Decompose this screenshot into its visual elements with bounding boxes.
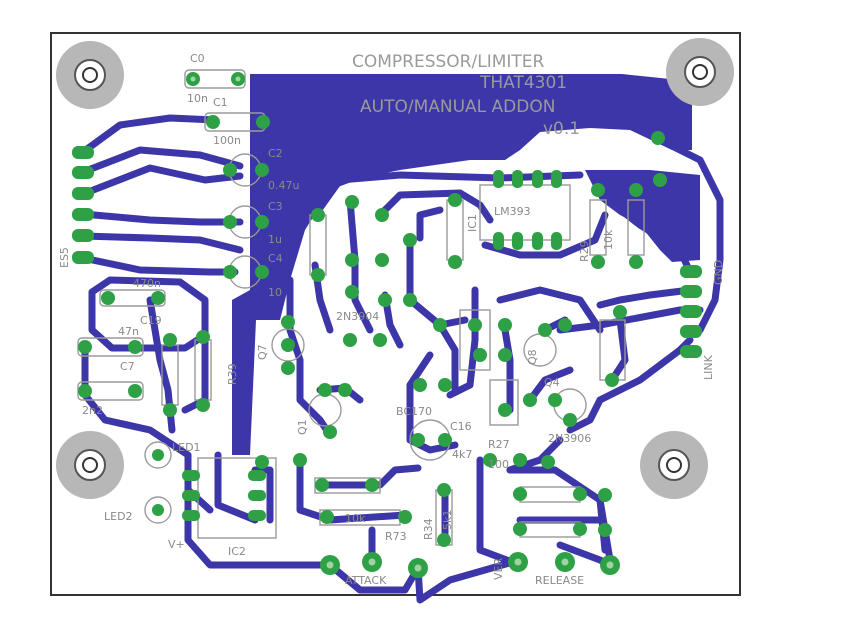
label-gnd: GND bbox=[712, 260, 725, 285]
label-link: LINK bbox=[702, 354, 715, 380]
label-q4: Q4 bbox=[544, 376, 560, 389]
label-2n2: 2n2 bbox=[82, 404, 103, 417]
mount-holes bbox=[56, 38, 734, 499]
label-c19: C19 bbox=[140, 314, 162, 327]
label-2n3906: 2N3906 bbox=[548, 432, 591, 445]
label-release: RELEASE bbox=[535, 574, 584, 587]
label-q1: Q1 bbox=[296, 419, 309, 435]
label-bc: BC170 bbox=[396, 405, 432, 418]
label-c4: C4 bbox=[268, 252, 283, 265]
copper-pour-right bbox=[585, 170, 700, 262]
label-r34-val: 5k1 bbox=[441, 510, 454, 530]
label-ic1: IC1 bbox=[466, 214, 479, 232]
label-r39: R39 bbox=[226, 363, 239, 385]
board-title-line-1: COMPRESSOR/LIMITER bbox=[352, 52, 545, 72]
label-vplus: V+ bbox=[168, 538, 185, 551]
board-title-line-3: AUTO/MANUAL ADDON bbox=[360, 97, 555, 117]
label-es5: ES5 bbox=[58, 247, 71, 268]
label-lm: LM393 bbox=[494, 205, 531, 218]
board-title-line-4: v0.1 bbox=[543, 119, 580, 139]
label-c2: C2 bbox=[268, 147, 283, 160]
label-c16: C16 bbox=[450, 420, 472, 433]
board-title-line-2: THAT4301 bbox=[479, 73, 567, 93]
label-led2: LED2 bbox=[104, 510, 133, 523]
pads bbox=[72, 72, 702, 578]
label-r29-val: 10k bbox=[602, 229, 615, 250]
label-ic2: IC2 bbox=[228, 545, 246, 558]
label-c4-val: 10 bbox=[268, 286, 282, 299]
label-c3-val: 1u bbox=[268, 233, 282, 246]
label-r73: R73 bbox=[385, 530, 407, 543]
label-attack: ATTACK bbox=[345, 574, 387, 587]
label-c0: C0 bbox=[190, 52, 205, 65]
label-r27: R27 bbox=[488, 438, 510, 451]
label-4k7: 4k7 bbox=[452, 448, 472, 461]
component-labels: C0 10n C1 100n C2 0.47u C3 1u C4 10 ES5 … bbox=[58, 52, 725, 587]
label-q7: Q7 bbox=[256, 344, 269, 360]
label-47n: 47n bbox=[118, 325, 139, 338]
label-470n: 470n bbox=[133, 277, 161, 290]
label-c1: C1 bbox=[213, 96, 228, 109]
label-r29: R29 bbox=[578, 240, 591, 262]
label-2n3904: 2N3904 bbox=[336, 310, 379, 323]
label-q8: Q8 bbox=[526, 349, 539, 365]
label-100: 100 bbox=[488, 458, 509, 471]
label-10k: 10k bbox=[345, 512, 366, 525]
label-r34: R34 bbox=[422, 518, 435, 540]
label-c1-val: 100n bbox=[213, 134, 241, 147]
label-ver: VER bbox=[492, 558, 505, 580]
label-c2-val: 0.47u bbox=[268, 179, 299, 192]
label-c0-val: 10n bbox=[187, 92, 208, 105]
label-c7: C7 bbox=[120, 360, 135, 373]
copper-pour bbox=[232, 74, 692, 455]
label-led1: LED1 bbox=[172, 441, 201, 454]
label-c3: C3 bbox=[268, 200, 283, 213]
